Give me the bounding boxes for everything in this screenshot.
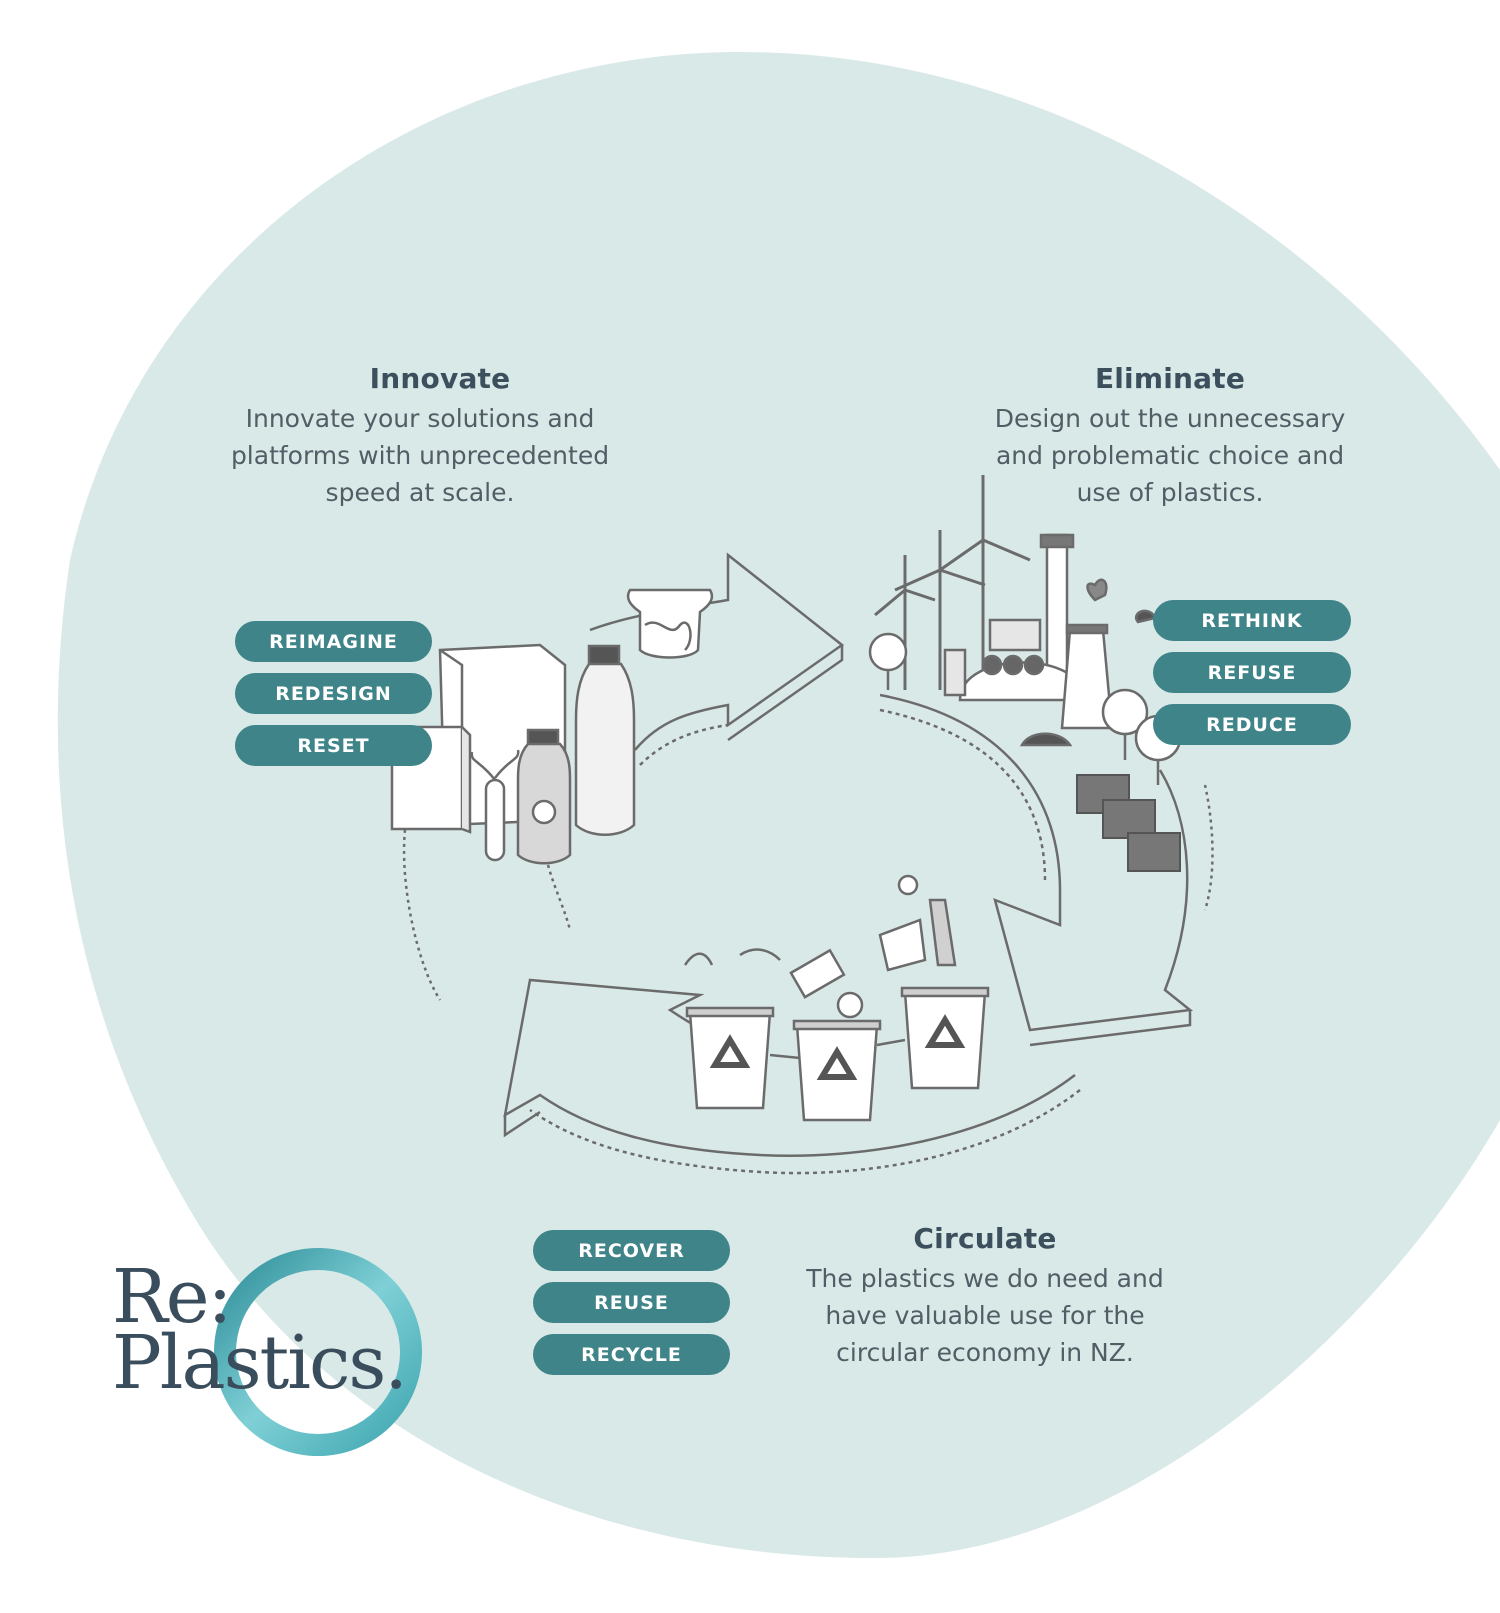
recover-pill: RECOVER [533, 1230, 730, 1271]
logo-line-1: Re: [112, 1254, 232, 1340]
reimagine-pill: REIMAGINE [235, 621, 432, 662]
eliminate-description: Design out the unnecessary and problemat… [940, 400, 1400, 511]
circulate-description: The plastics we do need and have valuabl… [755, 1260, 1215, 1371]
refuse-pill: REFUSE [1153, 652, 1351, 693]
innovate-actions: REIMAGINE REDESIGN RESET [235, 621, 432, 766]
redesign-pill: REDESIGN [235, 673, 432, 714]
rethink-pill: RETHINK [1153, 600, 1351, 641]
innovate-description-line: platforms with unprecedented [230, 441, 610, 470]
innovate-description-line: speed at scale. [325, 478, 515, 507]
circulate-description-line: The plastics we do need and [806, 1264, 1164, 1293]
innovate-description: Innovate your solutions and platforms wi… [190, 400, 650, 511]
logo-ring-icon [214, 1248, 422, 1456]
reduce-pill: REDUCE [1153, 704, 1351, 745]
bottle-icon [516, 644, 636, 865]
eliminate-description-line: and problematic choice and [995, 441, 1345, 470]
circulate-description-line: have valuable use for the [825, 1301, 1145, 1330]
reset-pill: RESET [235, 725, 432, 766]
reuse-pill: REUSE [533, 1282, 730, 1323]
factory-icon [943, 533, 1114, 730]
innovate-description-line: Innovate your solutions and [245, 404, 595, 433]
circulate-description-line: circular economy in NZ. [836, 1338, 1134, 1367]
recycle-bin-icon [683, 874, 990, 1122]
solar-panel-icon [1076, 774, 1181, 872]
eliminate-title: Eliminate [1094, 362, 1246, 395]
eliminate-description-line: use of plastics. [1076, 478, 1264, 507]
background-blob [57, 52, 1500, 1559]
circulate-title: Circulate [913, 1222, 1057, 1255]
logo-line-2: Plastics. [112, 1320, 408, 1406]
eliminate-description-line: Design out the unnecessary [994, 404, 1346, 433]
innovate-title: Innovate [369, 362, 511, 395]
circulate-actions: RECOVER REUSE RECYCLE [533, 1230, 730, 1375]
recycle-pill: RECYCLE [533, 1334, 730, 1375]
wind-turbine-icon [874, 475, 1031, 690]
eliminate-actions: RETHINK REFUSE REDUCE [1153, 600, 1351, 745]
cycle-arrow-icon [402, 552, 1214, 1175]
